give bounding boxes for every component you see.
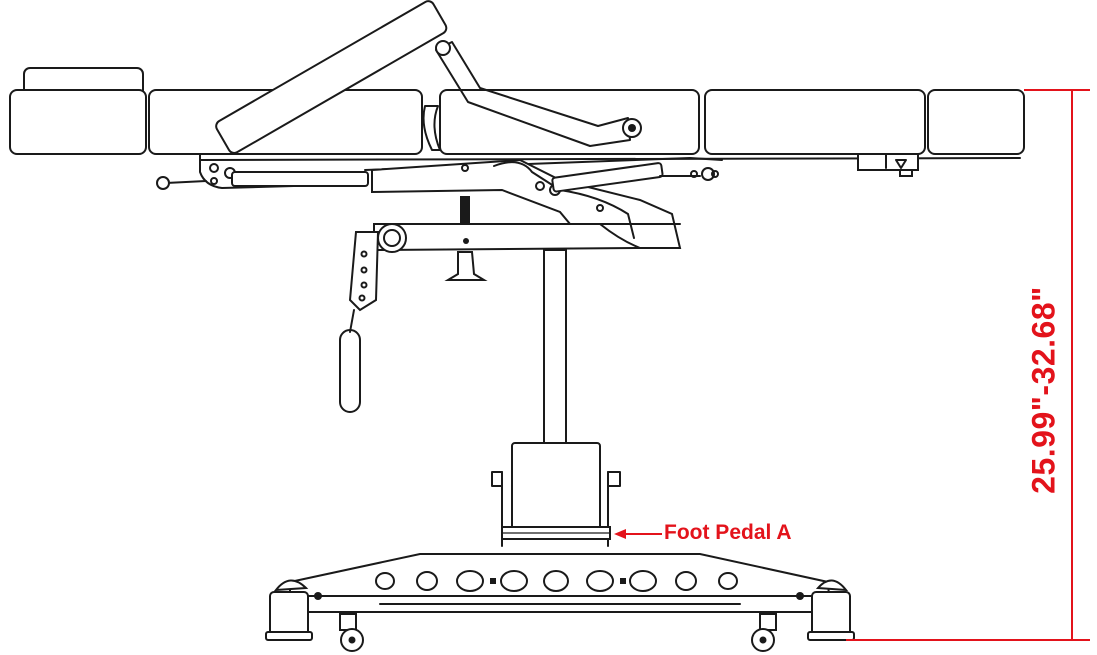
foot-cushion <box>927 89 1025 155</box>
height-dimension <box>846 89 1090 641</box>
support-arm <box>339 223 681 413</box>
leg-cushion <box>704 89 926 155</box>
head-cushion <box>9 89 147 155</box>
table-top <box>9 0 1025 155</box>
lift-spring <box>460 196 470 226</box>
right-foot <box>811 591 851 637</box>
left-foot <box>269 591 309 637</box>
base-frame <box>265 553 855 652</box>
foot-pedal-a-label: Foot Pedal A <box>664 521 792 544</box>
adjustment-knob <box>444 251 488 281</box>
raised-back-section <box>215 0 448 154</box>
armrest-handle <box>339 329 361 413</box>
foot-pedal-pointer <box>614 529 662 539</box>
middle-cushion <box>439 89 700 155</box>
height-range-label: 25.99"-32.68" <box>1025 286 1062 494</box>
lift-column <box>491 249 621 547</box>
release-lever-knob <box>156 176 170 190</box>
